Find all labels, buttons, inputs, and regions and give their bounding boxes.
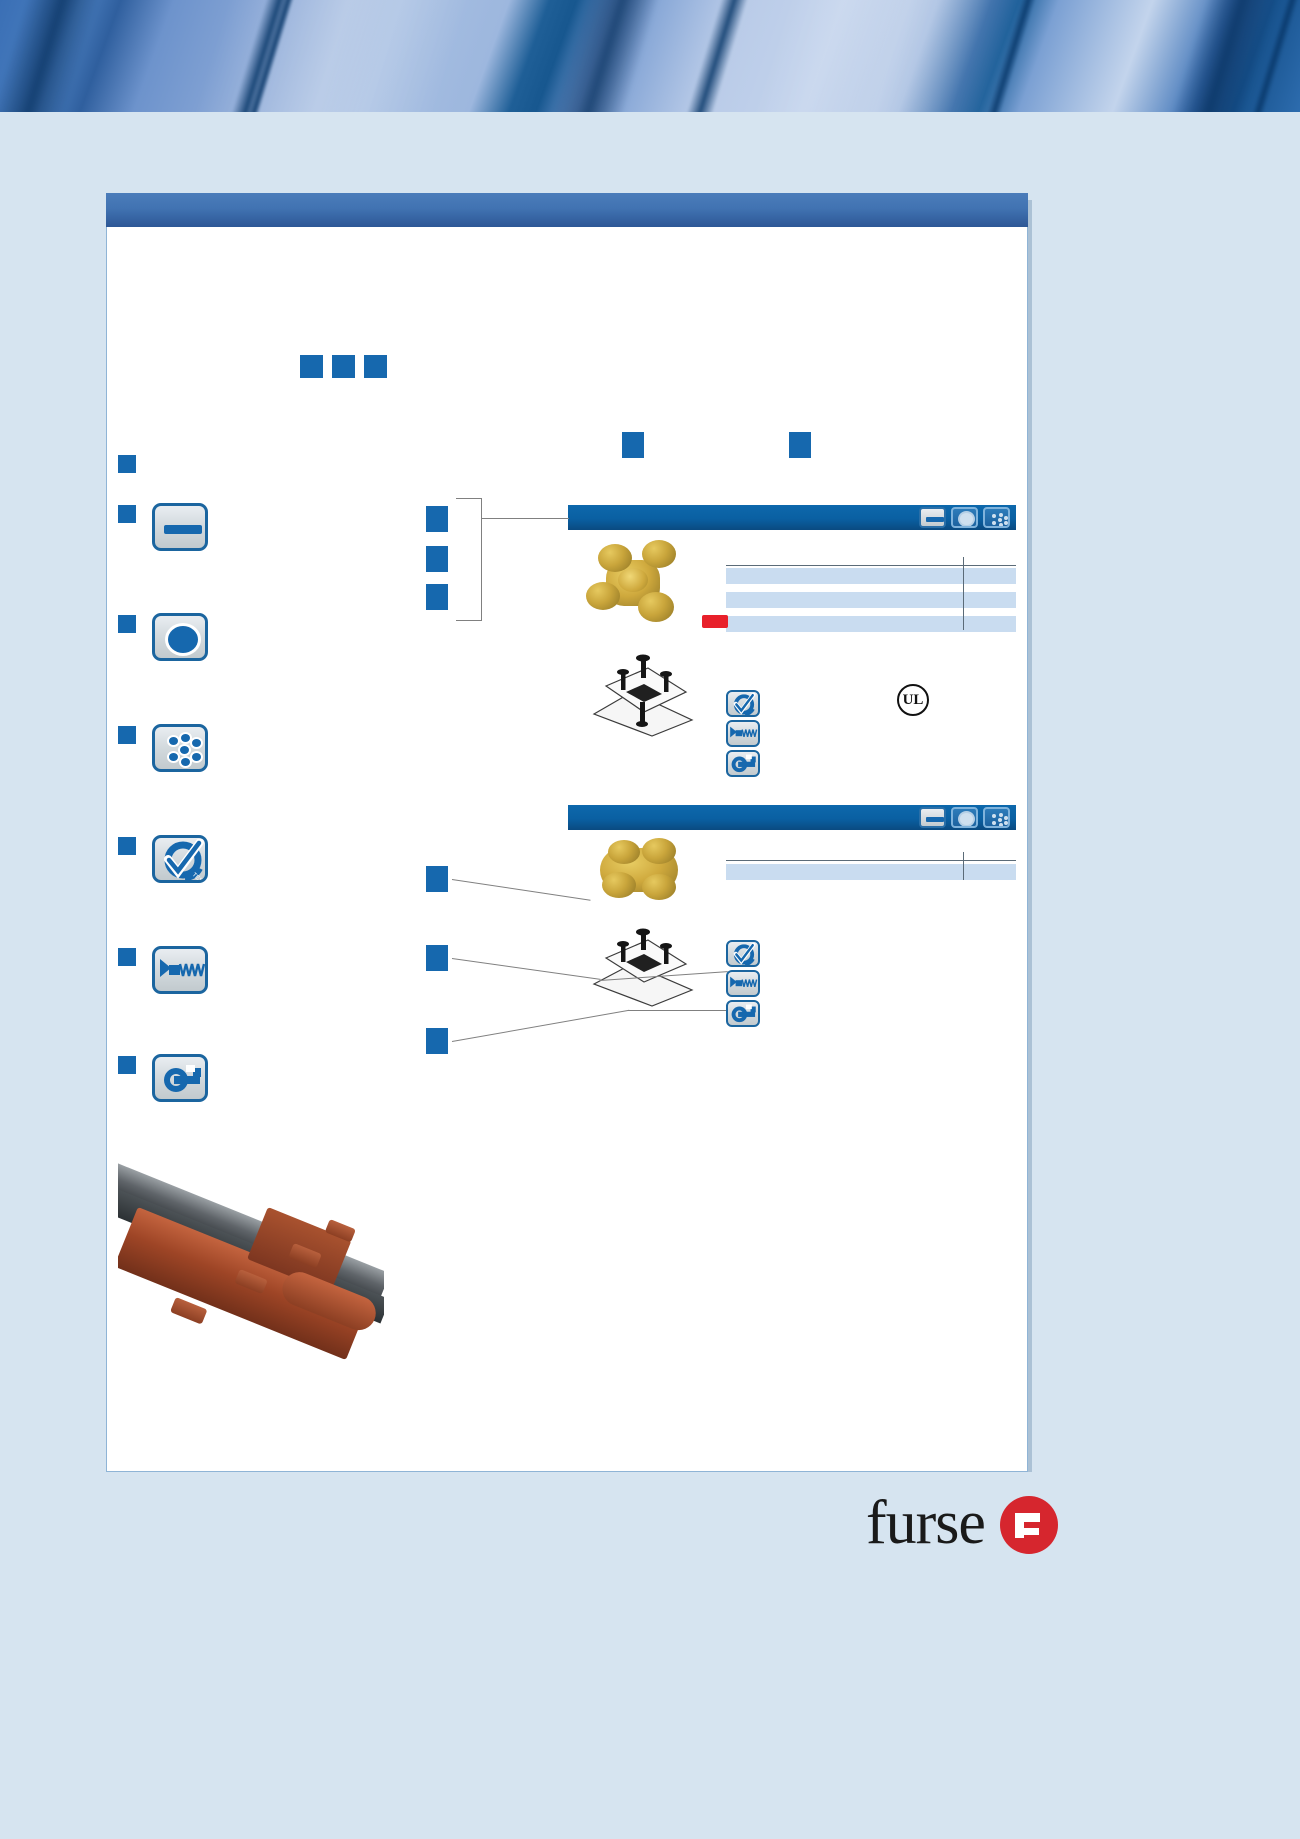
round-conductor-icon [152,613,208,661]
round-conductor-badge[interactable] [951,507,978,528]
table-divider [963,852,964,880]
leader-line [456,498,482,499]
gold-cruciform-clamp-photo [580,538,688,628]
rail-item-tested [118,837,136,855]
table-row [726,864,1016,880]
screw-fixing-chip [726,970,760,997]
section-two-callout-3 [426,1028,448,1054]
section-one-callout-2 [426,546,448,572]
table-header-row [726,852,1016,861]
tape-conductor-badge[interactable] [919,507,946,528]
rail-bullet-3 [118,726,136,744]
busbar-assembly-photo [118,1147,384,1381]
rail-bullet-2 [118,615,136,633]
rail-item-spanner [118,1056,136,1074]
svg-text:TESTED: TESTED [191,872,207,883]
table-header-row [726,557,1016,566]
screw-fixing-icon [152,946,208,994]
cruciform-clamp-drawing [588,652,698,740]
leader-line [456,620,482,621]
section-two-callout-1 [426,866,448,892]
headline-dot-2 [332,355,355,378]
section-two-bar [568,805,1016,830]
headline-dot-3 [364,355,387,378]
rail-bullet-1 [118,505,136,523]
section-two-callout-2 [426,945,448,971]
screw-fixing-chip [726,720,760,747]
highlight-marker [702,615,728,628]
section-one-callout-1 [426,506,448,532]
left-rail [118,455,136,473]
table-row [726,608,1016,616]
column-marker-1 [622,432,644,458]
tested-approval-chip [726,940,760,967]
table-divider [963,557,964,630]
headline-dot-1 [300,355,323,378]
rail-bullet-4 [118,837,136,855]
furse-roundel-logo [1000,1496,1058,1554]
section-two-badges [919,807,1010,828]
column-marker-2 [789,432,811,458]
stranded-conductor-badge[interactable] [983,507,1010,528]
card-header-bar [106,193,1028,227]
oval-clamp-drawing [588,928,698,1008]
section-one-bar [568,505,1016,530]
section-two-table [726,852,1016,880]
section-one-table [726,557,1016,632]
tested-approval-icon: TESTED [152,835,208,883]
leader-line [481,498,482,620]
rail-bullet-6 [118,1056,136,1074]
card-shadow [1026,200,1032,1472]
headline-dots [300,355,387,378]
ul-mark-text: UL [902,692,924,708]
leader-line [481,518,569,519]
brand-wordmark: furse [866,1489,986,1557]
table-row [726,584,1016,592]
round-conductor-badge[interactable] [951,807,978,828]
spanner-tool-chip [726,1000,760,1027]
leader-line [628,1010,728,1011]
ul-listed-mark: UL [897,684,929,716]
rail-intro-bullet [118,455,136,473]
rail-item-screw [118,948,136,966]
rail-item-round [118,615,136,633]
tested-approval-chip [726,690,760,717]
table-row [726,568,1016,584]
spanner-tool-icon [152,1054,208,1102]
spanner-tool-chip [726,750,760,777]
header-banner-photo [0,0,1300,112]
section-one-badges [919,507,1010,528]
stranded-conductor-badge[interactable] [983,807,1010,828]
table-row [726,592,1016,608]
rail-bullet-5 [118,948,136,966]
section-one-callout-3 [426,584,448,610]
gold-oval-clamp-photo [592,838,688,908]
rail-item-stranded [118,726,136,744]
stranded-conductor-icon [152,724,208,772]
rail-item-tape [118,505,136,523]
tape-conductor-badge[interactable] [919,807,946,828]
table-row-highlighted [726,616,1016,632]
tape-conductor-icon [152,503,208,551]
